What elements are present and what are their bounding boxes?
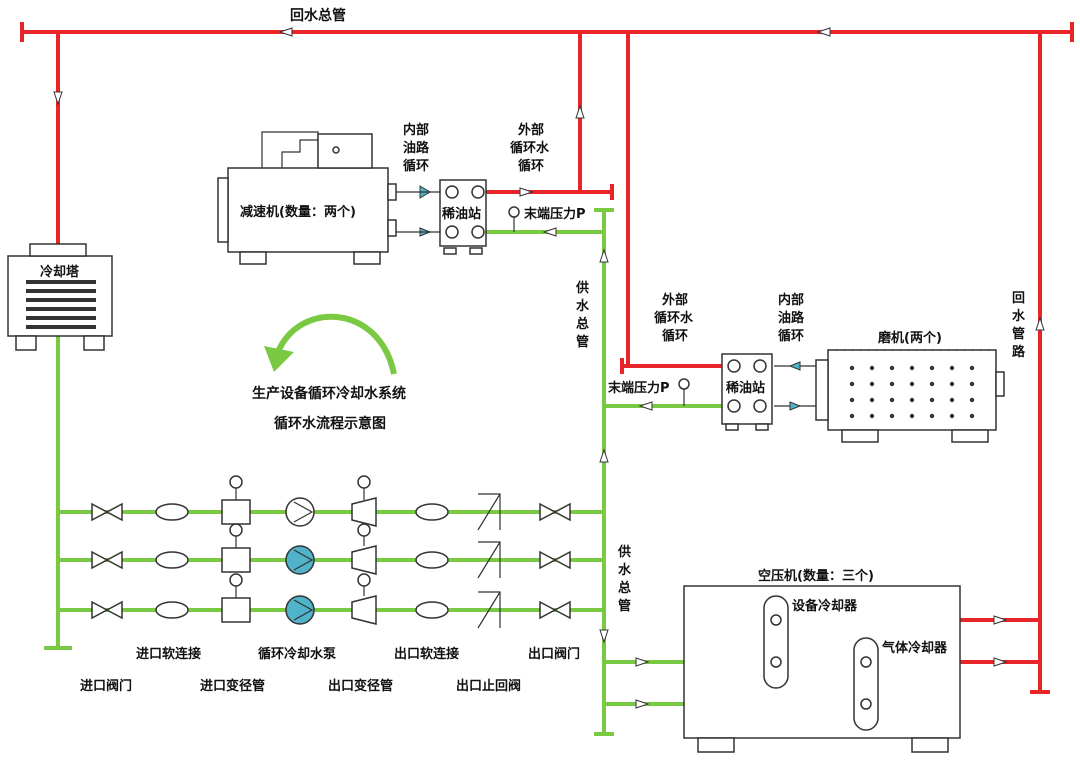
inlet-reducer-label: 进口变径管 bbox=[200, 678, 265, 694]
oil-station-1-label: 稀油站 bbox=[442, 206, 481, 222]
oil-station-2-label: 稀油站 bbox=[726, 380, 765, 396]
title-line2: 循环水流程示意图 bbox=[274, 415, 386, 432]
supply-main-1-a: 供 bbox=[575, 280, 589, 296]
pressure-gauge-2 bbox=[678, 378, 690, 406]
gas-cooler-label: 气体冷却器 bbox=[882, 640, 948, 656]
oil-station-2 bbox=[721, 353, 773, 431]
inner-oil-2-b: 油路 bbox=[778, 310, 805, 326]
outer-water-1-b: 循环水 bbox=[510, 140, 550, 156]
outlet-flex-label: 出口软连接 bbox=[394, 646, 459, 662]
end-pressure-2-label: 末端压力P bbox=[607, 380, 670, 396]
inner-oil-1-c: 循环 bbox=[403, 158, 429, 174]
supply-main-1-d: 管 bbox=[576, 334, 589, 350]
mill-label: 磨机(两个) bbox=[878, 330, 942, 346]
end-pressure-1-label: 末端压力P bbox=[523, 206, 586, 222]
cooling-tower-label: 冷却塔 bbox=[40, 264, 80, 280]
compressor-label: 空压机(数量：三个) bbox=[758, 568, 874, 584]
return-pipe-a: 回 bbox=[1012, 291, 1025, 306]
outlet-valve-label: 出口阀门 bbox=[528, 646, 580, 662]
flow-arrows bbox=[53, 27, 1045, 709]
supply-main-2-d: 管 bbox=[618, 598, 631, 614]
reducer-machine bbox=[217, 131, 440, 265]
outlet-check-label: 出口止回阀 bbox=[456, 678, 521, 694]
inner-oil-2-c: 循环 bbox=[778, 328, 804, 344]
cooling-tower bbox=[7, 243, 113, 351]
return-main-label: 回水总管 bbox=[290, 7, 346, 24]
outer-water-2-a: 外部 bbox=[661, 292, 688, 308]
title-line1: 生产设备循环冷却水系统 bbox=[252, 385, 406, 402]
pressure-gauge-1 bbox=[508, 206, 520, 232]
air-compressor bbox=[683, 585, 961, 753]
inlet-flex-label: 进口软连接 bbox=[136, 646, 201, 662]
flow-cycle-arrow bbox=[264, 313, 397, 375]
return-pipe-b: 水 bbox=[1012, 308, 1026, 324]
reducer-label: 减速机(数量：两个) bbox=[240, 204, 356, 220]
supply-main-1-c: 总 bbox=[576, 316, 589, 332]
outer-water-1-a: 外部 bbox=[517, 122, 544, 138]
supply-main-2-c: 总 bbox=[618, 580, 631, 596]
oil-station-1 bbox=[439, 179, 487, 255]
outer-water-2-c: 循环 bbox=[662, 328, 688, 344]
inner-oil-1-b: 油路 bbox=[403, 140, 430, 156]
inner-oil-1-a: 内部 bbox=[403, 122, 429, 138]
pump-row-1 bbox=[91, 475, 571, 531]
pump-row-3 bbox=[91, 573, 571, 629]
pump-row-2 bbox=[91, 523, 571, 579]
pump-rows bbox=[91, 475, 571, 629]
supply-main-2-a: 供 bbox=[617, 544, 631, 560]
tower-fins bbox=[26, 280, 96, 329]
mill-machine bbox=[774, 349, 1005, 443]
equip-cooler-label: 设备冷却器 bbox=[792, 598, 858, 614]
supply-main-2-b: 水 bbox=[618, 562, 632, 578]
labels: 回水总管 冷却塔 减速机(数量：两个) 内部 油路 循环 外部 循环水 循环 稀… bbox=[40, 7, 1026, 694]
outlet-reducer-label: 出口变径管 bbox=[328, 678, 393, 694]
inlet-valve-label: 进口阀门 bbox=[80, 678, 132, 694]
mill-dots bbox=[849, 365, 975, 419]
inner-oil-2-a: 内部 bbox=[778, 292, 804, 308]
return-pipe-c: 管 bbox=[1012, 326, 1025, 342]
return-pipe-d: 路 bbox=[1012, 344, 1026, 360]
outer-water-2-b: 循环水 bbox=[654, 310, 694, 326]
pump-label: 循环冷却水泵 bbox=[258, 646, 336, 662]
outer-water-1-c: 循环 bbox=[518, 158, 544, 174]
supply-main-1-b: 水 bbox=[576, 298, 590, 314]
